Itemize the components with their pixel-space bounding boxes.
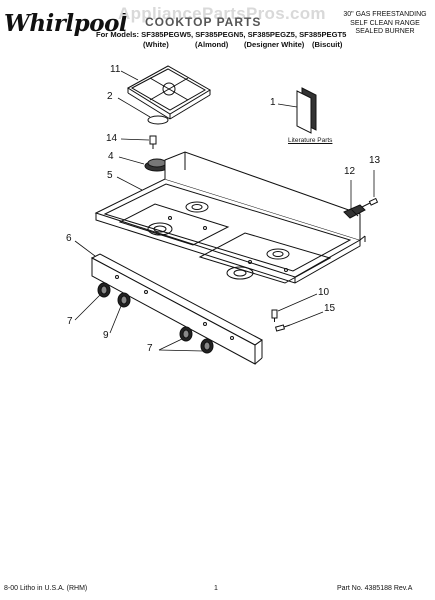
- electrode-part: [149, 135, 157, 149]
- callout-14: 14: [106, 133, 118, 144]
- models-prefix: For Models:: [96, 30, 140, 39]
- part-number: Part No. 4385188 Rev.A: [337, 585, 413, 592]
- screw-part: [275, 324, 291, 332]
- callout-2: 2: [107, 91, 113, 102]
- callout-11: 11: [110, 64, 121, 75]
- page-number: 1: [214, 585, 218, 592]
- burner-cap-part: [147, 115, 169, 125]
- range-description-line-3: SEALED BURNER: [355, 28, 415, 36]
- models-line: For Models: SF385PEGW5, SF385PEGN5, SF38…: [96, 30, 346, 39]
- whirlpool-logo: Whirlpool: [4, 10, 128, 37]
- callout-13: 13: [369, 155, 381, 166]
- control-knob-part: [200, 338, 214, 354]
- screw-part: [361, 197, 379, 208]
- callout-leaders: [74, 70, 375, 352]
- callout-6: 6: [66, 233, 72, 244]
- callout-5: 5: [107, 170, 113, 181]
- control-knob-part: [117, 292, 131, 308]
- model-variant: (Almond): [195, 40, 229, 49]
- burner-grate-part: [127, 65, 211, 120]
- callout-4: 4: [108, 151, 114, 162]
- callout-12: 12: [344, 166, 356, 177]
- literature-parts-booklet: [296, 87, 317, 134]
- model-variant: (Designer White): [244, 40, 305, 49]
- burner-base-part: [144, 158, 170, 172]
- page-title: COOKTOP PARTS: [145, 15, 262, 29]
- model-variant: (Biscuit): [312, 40, 343, 49]
- footer-litho: 8-00 Litho in U.S.A. (RHM): [4, 585, 88, 592]
- watermark: AppliancePartsPros.com: [118, 4, 326, 23]
- control-knob-part: [97, 282, 111, 298]
- control-knob-part: [179, 326, 193, 342]
- literature-parts-label: Literature Parts: [288, 137, 333, 144]
- model-number: SF385PEGN5,: [195, 30, 246, 39]
- range-description: 30" GAS FREESTANDING SELF CLEAN RANGE SE…: [335, 11, 435, 37]
- callout-15: 15: [324, 303, 336, 314]
- callout-10: 10: [318, 287, 330, 298]
- model-number: SF385PEGW5,: [141, 30, 194, 39]
- range-description-line-2: SELF CLEAN RANGE: [350, 19, 420, 27]
- callout-7: 7: [67, 316, 73, 327]
- burner-orifice-part: [271, 309, 278, 322]
- model-variant: (White): [143, 40, 169, 49]
- model-number: SF385PEGZ5,: [247, 30, 297, 39]
- callout-1: 1: [270, 97, 276, 108]
- callout-9: 9: [103, 330, 109, 341]
- manifold-panel-part: [90, 253, 263, 365]
- callout-7: 7: [147, 343, 153, 354]
- model-number: SF385PEGT5: [299, 30, 347, 39]
- side-trim-clip-part: [343, 204, 366, 219]
- range-description-line-1: 30" GAS FREESTANDING: [343, 11, 427, 18]
- cooktop-main-panel: [94, 151, 366, 284]
